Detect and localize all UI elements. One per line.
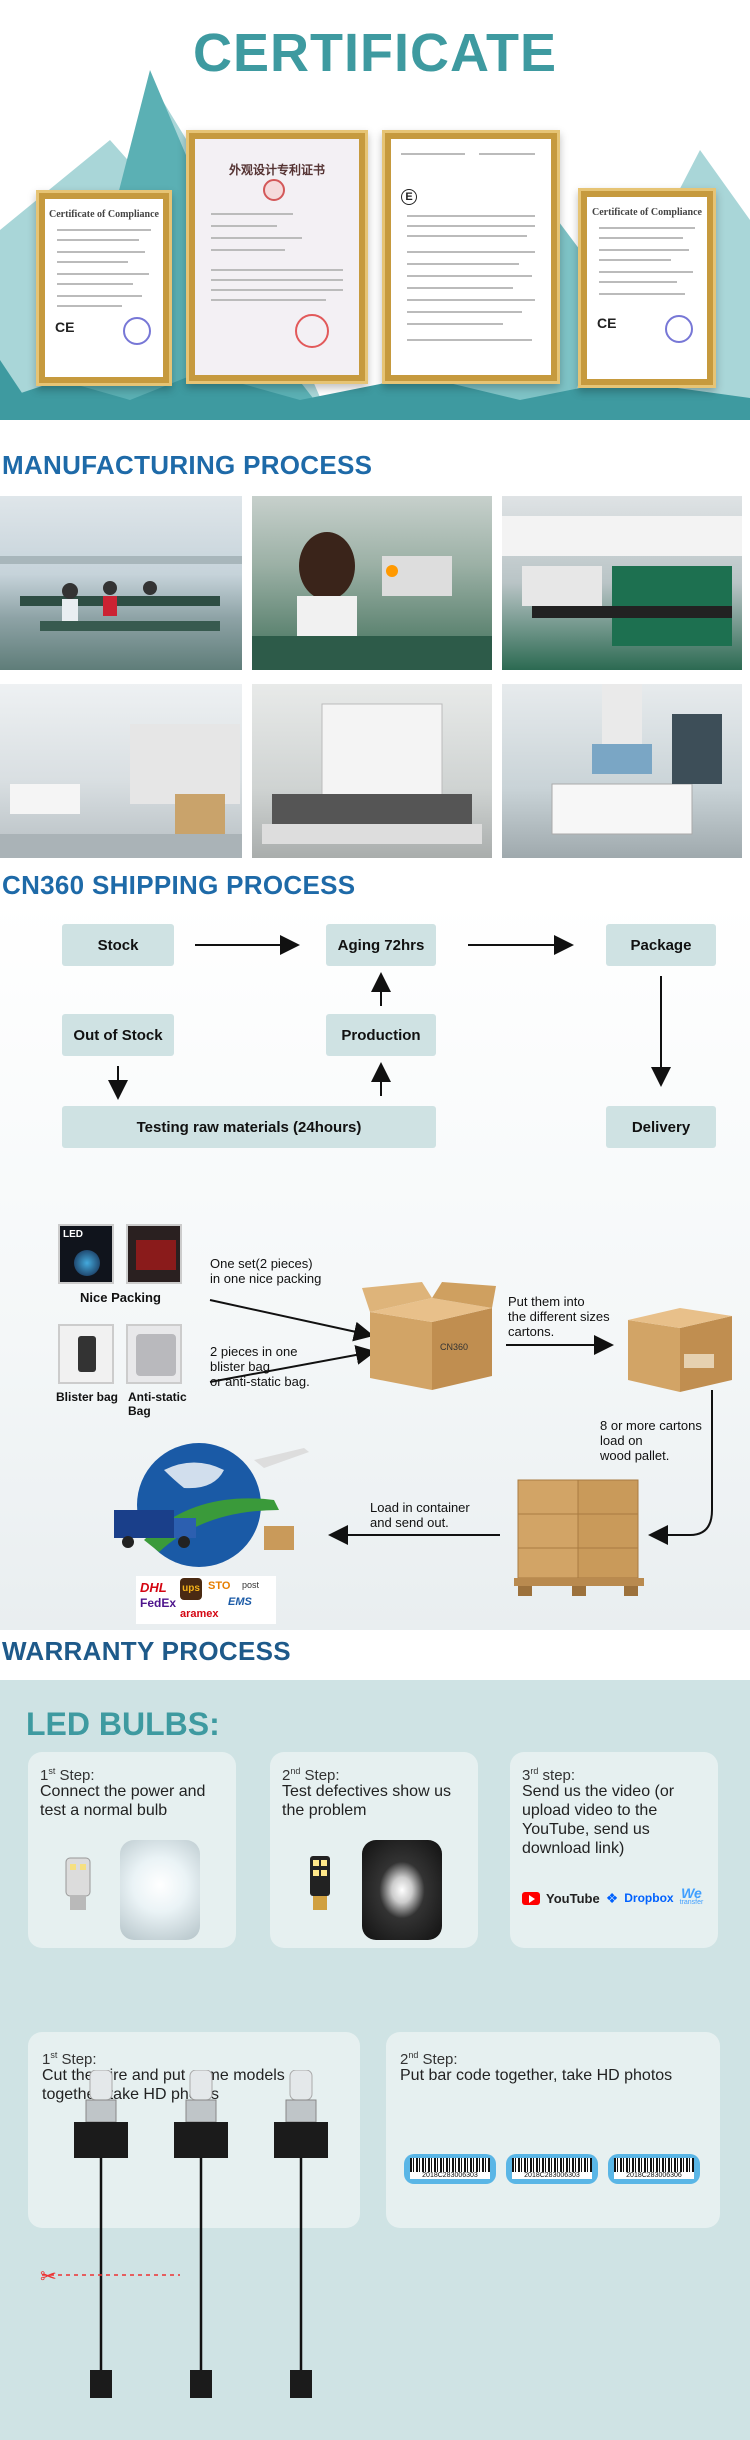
ups-logo: ups xyxy=(180,1578,202,1600)
e-mark-icon: E xyxy=(401,189,417,205)
barcode-text-3: 2018C283006306 xyxy=(614,2172,694,2179)
certificate-frame-4: Certificate of Compliance CE xyxy=(578,188,716,388)
gift-box-image xyxy=(126,1224,182,1284)
scissors-icon: ✂ xyxy=(40,2266,57,2288)
red-stamp-icon xyxy=(295,314,329,348)
certificate-title: CERTIFICATE xyxy=(193,23,557,83)
flow-out-of-stock: Out of Stock xyxy=(62,1014,174,1056)
certificate-1-heading: Certificate of Compliance xyxy=(49,209,159,220)
youtube-play-icon xyxy=(522,1891,540,1905)
certificate-4-heading: Certificate of Compliance xyxy=(592,207,702,218)
aramex-logo: aramex xyxy=(180,1608,219,1620)
t10-bulb-icon xyxy=(65,1857,91,1910)
post-logo: post xyxy=(242,1580,260,1590)
ce-mark: CE xyxy=(55,319,75,335)
led-box-image: LED xyxy=(58,1224,114,1284)
barcode-text-2: 2018C283006303 xyxy=(512,2172,592,2179)
warranty-card-1: 1st Step: Connect the power and test a n… xyxy=(28,1752,236,1948)
one-set-text: One set(2 pieces) in one nice packing xyxy=(210,1256,322,1286)
card-2-step: 2nd Step: xyxy=(282,1766,340,1784)
certificate-frame-3: E xyxy=(382,130,560,384)
card-4-step: 1st Step: xyxy=(42,2050,97,2068)
upload-logos: YouTube ❖ Dropbox We transfer xyxy=(522,1885,704,1908)
flow-delivery: Delivery xyxy=(606,1106,716,1148)
carton-brand: CN360 xyxy=(440,1342,468,1352)
card-3-text: Send us the video (or upload video to th… xyxy=(522,1783,675,1857)
led-box-label: LED xyxy=(63,1229,83,1240)
flow-aging: Aging 72hrs xyxy=(326,924,436,966)
warranty-title: WARRANTY PROCESS xyxy=(2,1636,291,1666)
sto-logo: STO xyxy=(208,1580,231,1592)
card-5-text: Put bar code together, take HD photos xyxy=(400,2067,673,2084)
pallet-cartons-image xyxy=(514,1479,644,1596)
globe-transport-image xyxy=(114,1443,309,1567)
eight-more-text: 8 or more cartons load on wood pallet. xyxy=(600,1418,702,1463)
ce-mark: CE xyxy=(597,315,617,331)
warranty-section: LED BULBS: 1st Step: Connect the power a… xyxy=(0,1680,750,2440)
flow-testing: Testing raw materials (24hours) xyxy=(62,1106,436,1148)
factory-photo-aging-machine xyxy=(252,684,492,858)
flow-arrows xyxy=(108,935,671,1100)
factory-photo-testing-equipment xyxy=(502,496,742,670)
emblem-icon xyxy=(263,179,285,201)
seal-icon xyxy=(665,315,693,343)
barcode-label-3: 2018C283006306 xyxy=(608,2154,700,2184)
card-5-step: 2nd Step: xyxy=(400,2050,458,2068)
card-1-text: Connect the power and test a normal bulb xyxy=(40,1783,206,1819)
factory-photo-warehouse xyxy=(0,684,242,858)
nice-packing-label: Nice Packing xyxy=(80,1290,161,1305)
barcode-label-2: 2018C283006303 xyxy=(506,2154,598,2184)
seal-icon xyxy=(123,317,151,345)
card-2-text: Test defectives show us the problem xyxy=(282,1783,451,1819)
anti-static-bag-image xyxy=(126,1324,182,1384)
defective-bulb-photo xyxy=(362,1840,442,1940)
dropbox-icon: ❖ xyxy=(605,1889,619,1906)
dropbox-logo: Dropbox xyxy=(624,1891,674,1905)
two-pieces-text: 2 pieces in one blister bag or anti-stat… xyxy=(210,1344,310,1389)
youtube-logo: YouTube xyxy=(546,1890,600,1906)
fedex-logo: FedEx xyxy=(140,1596,177,1610)
shipping-title: CN360 SHIPPING PROCESS xyxy=(2,870,356,900)
carrier-logos: DHL ups STO post FedEx EMS aramex xyxy=(136,1576,276,1624)
load-container-text: Load in container and send out. xyxy=(370,1500,470,1530)
headlight-bulbs-image xyxy=(42,2070,330,2400)
warranty-card-5: 2nd Step: Put bar code together, take HD… xyxy=(386,2032,720,2228)
manufacturing-title: MANUFACTURING PROCESS xyxy=(2,450,373,480)
small-carton-image xyxy=(628,1308,732,1392)
ems-logo: EMS xyxy=(228,1596,252,1608)
factory-photo-assembly-line xyxy=(0,496,242,670)
certificate-frame-2: 外观设计专利证书 xyxy=(186,130,368,384)
lit-bulb-photo xyxy=(120,1840,200,1940)
led-bulb-icon xyxy=(310,1856,330,1910)
card-1-step: 1st Step: xyxy=(40,1766,95,1784)
card-3-step: 3rd step: xyxy=(522,1766,576,1784)
patent-heading: 外观设计专利证书 xyxy=(228,163,325,177)
certificate-frame-1: Certificate of Compliance CE xyxy=(36,190,172,386)
packing-arrows xyxy=(209,1299,713,1545)
put-into-text: Put them into the different sizes carton… xyxy=(508,1294,610,1339)
blister-bag-label: Blister bag xyxy=(56,1390,119,1404)
flow-production: Production xyxy=(326,1014,436,1056)
dhl-logo: DHL xyxy=(140,1580,167,1595)
warranty-card-3: 3rd step: Send us the video (or upload v… xyxy=(510,1752,718,1948)
barcode-text-1: 2018C283006303 xyxy=(410,2172,490,2179)
factory-photo-robot-arm xyxy=(502,684,742,858)
warranty-card-2: 2nd Step: Test defectives show us the pr… xyxy=(270,1752,478,1948)
wetransfer-logo: We transfer xyxy=(679,1885,704,1906)
led-bulbs-title: LED BULBS: xyxy=(26,1706,220,1742)
flow-stock: Stock xyxy=(62,924,174,966)
barcode-label-1: 2018C283006303 xyxy=(404,2154,496,2184)
blister-bag-image xyxy=(58,1324,114,1384)
anti-static-bag-label: Anti-static Bag xyxy=(128,1390,187,1418)
carton-box-image: CN360 xyxy=(362,1282,496,1390)
flow-package: Package xyxy=(606,924,716,966)
factory-photo-worker-soldering xyxy=(252,496,492,670)
certificate-section: CERTIFICATE Certificate of Compliance CE… xyxy=(0,0,750,420)
